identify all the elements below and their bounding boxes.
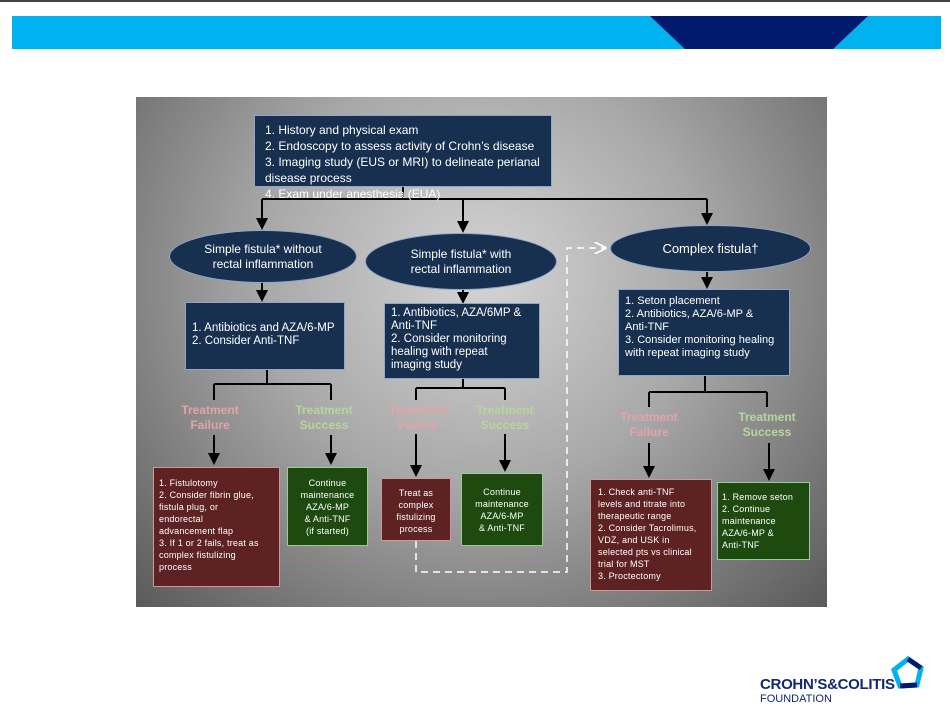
treatment-success-label: Treatment Success [476, 403, 534, 432]
treatment-failure-label: Treatment Failure [181, 403, 239, 432]
treatment-box-simple: 1. Antibiotics and AZA/6-MP 2. Consider … [185, 302, 345, 370]
simple-fistula-no-inflammation: Simple fistula* without rectal inflammat… [169, 230, 357, 283]
success-box-simple: Continue maintenance AZA/6-MP & Anti-TNF… [287, 467, 368, 546]
workup-item: 3. Imaging study (EUS or MRI) to delinea… [265, 155, 540, 185]
success-box-simple-inflamed: Continue maintenance AZA/6-MP & Anti-TNF [461, 473, 543, 546]
logo-sub: FOUNDATION [760, 693, 832, 705]
treatment-failure-label: Treatment Failure [389, 403, 447, 432]
workup-item: 2. Endoscopy to assess activity of Crohn… [265, 139, 535, 153]
workup-item: 4. Exam under anesthesia (EUA) [265, 187, 441, 201]
treatment-failure-label: Treatment Failure [620, 410, 678, 439]
simple-fistula-inflammation: Simple fistula* with rectal inflammation [365, 233, 557, 290]
header-accent [650, 16, 868, 49]
top-border [0, 0, 950, 2]
treatment-box-simple-inflamed: 1. Antibiotics, AZA/6MP & Anti-TNF 2. Co… [384, 303, 540, 379]
failure-box-simple-inflamed: Treat as complex fistulizing process [381, 478, 451, 541]
complex-fistula: Complex fistula† [610, 225, 811, 272]
success-box-complex: 1. Remove seton 2. Continue maintenance … [717, 482, 810, 560]
failure-box-simple: 1. Fistulotomy 2. Consider fibrin glue, … [153, 467, 280, 587]
initial-workup-box: 1. History and physical exam 2. Endoscop… [254, 115, 552, 201]
logo-star-icon [891, 656, 924, 689]
treatment-success-label: Treatment Success [295, 403, 353, 432]
treatment-success-label: Treatment Success [738, 410, 796, 439]
logo-name: CROHN’S&COLITIS [760, 676, 895, 693]
failure-box-complex: 1. Check anti-TNF levels and titrate int… [590, 479, 712, 591]
treatment-box-complex: 1. Seton placement 2. Antibiotics, AZA/6… [618, 289, 790, 376]
workup-item: 1. History and physical exam [265, 123, 419, 137]
